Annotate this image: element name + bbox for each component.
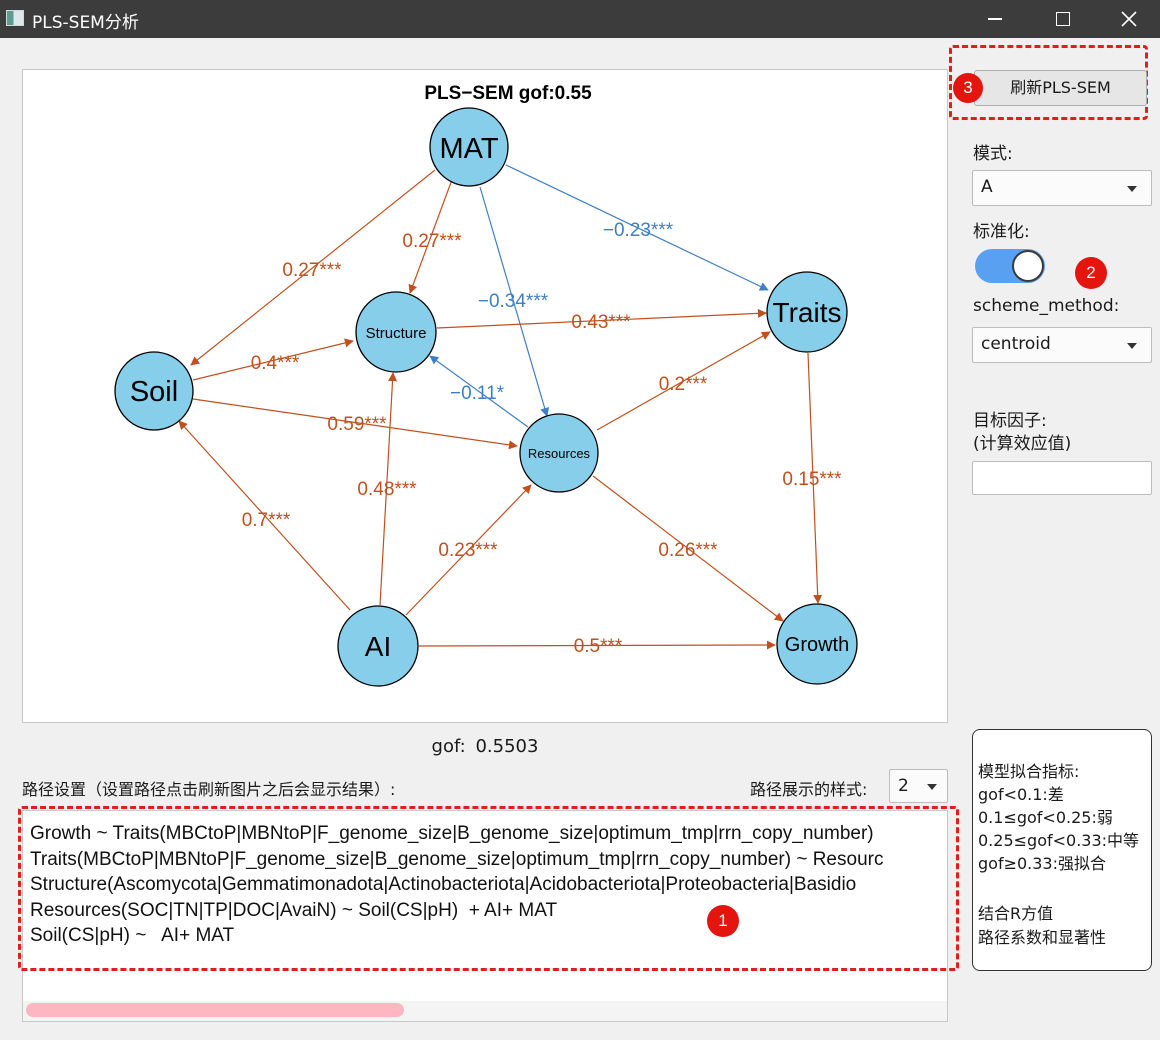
node-ai: AI: [337, 605, 419, 687]
annotation-badge-1: 1: [707, 905, 739, 937]
fit-indicators-box: 模型拟合指标: gof<0.1:差 0.1≤gof<0.25:弱 0.25≤go…: [972, 729, 1152, 971]
fit-note: 路径系数和显著性: [978, 928, 1107, 947]
path-line: Resources(SOC|TN|TP|DOC|AvaiN) ~ Soil(CS…: [30, 899, 558, 921]
path-style-value: 2: [898, 776, 909, 796]
scrollbar-thumb[interactable]: [26, 1003, 404, 1017]
gof-value: 0.5503: [475, 736, 539, 757]
path-ai-structure: 0.48***: [357, 372, 417, 606]
path-label-ai-soil: 0.7***: [242, 510, 291, 531]
node-structure: Structure: [355, 291, 437, 373]
standardize-label: 标准化:: [973, 222, 1030, 242]
sem-diagram: PLS−SEM gof:0.55 0.27*** 0.27*** −0.34**…: [114, 83, 858, 687]
gof-readout: gof: 0.5503: [0, 736, 970, 757]
path-label-mat-resources: −0.34***: [478, 291, 549, 312]
svg-text:AI: AI: [365, 631, 391, 662]
chevron-down-icon: [1127, 186, 1137, 192]
fit-line: gof<0.1:差: [978, 785, 1064, 804]
path-resources-growth: 0.26***: [592, 475, 784, 622]
target-factor-sublabel: (计算效应值): [973, 434, 1072, 454]
node-mat: MAT: [429, 107, 509, 187]
mode-value: A: [981, 177, 993, 197]
scheme-method-value: centroid: [981, 334, 1051, 354]
path-settings-label: 路径设置（设置路径点击刷新图片之后会显示结果）:: [22, 780, 396, 799]
mode-select[interactable]: A: [972, 170, 1152, 206]
path-structure-traits: 0.43***: [436, 308, 767, 333]
fit-line: 0.25≤gof<0.33:中等: [978, 831, 1140, 850]
path-mat-resources: −0.34***: [478, 186, 550, 417]
path-style-label: 路径展示的样式:: [750, 780, 868, 799]
path-style-select[interactable]: 2: [889, 769, 948, 803]
standardize-toggle[interactable]: [975, 249, 1045, 283]
path-ai-resources: 0.23***: [405, 484, 532, 616]
path-editor[interactable]: Growth ~ Traits(MBCtoP|MBNtoP|F_genome_s…: [22, 810, 948, 1022]
path-soil-structure: 0.4***: [192, 338, 354, 381]
horizontal-scrollbar[interactable]: [23, 1001, 947, 1021]
path-label-resources-traits: 0.2***: [659, 374, 708, 395]
close-icon[interactable]: [1096, 0, 1160, 38]
path-label-soil-structure: 0.4***: [251, 353, 300, 374]
path-line: Growth ~ Traits(MBCtoP|MBNtoP|F_genome_s…: [30, 823, 874, 844]
path-line: Traits(MBCtoP|MBNtoP|F_genome_size|B_gen…: [30, 848, 884, 870]
path-resources-traits: 0.2***: [596, 331, 771, 431]
path-soil-resources: 0.59***: [192, 398, 518, 450]
node-growth: Growth: [776, 603, 858, 685]
node-traits: Traits: [766, 271, 848, 353]
node-soil: Soil: [114, 351, 194, 431]
path-label-resources-structure: −0.11*: [450, 383, 505, 404]
path-mat-structure: 0.27***: [402, 176, 462, 294]
scheme-method-label: scheme_method:: [973, 296, 1120, 316]
svg-text:Traits: Traits: [773, 297, 842, 328]
path-label-ai-structure: 0.48***: [357, 479, 417, 500]
path-label-mat-traits: −0.23***: [603, 220, 674, 241]
path-ai-soil: 0.7***: [178, 420, 351, 611]
refresh-pls-sem-button[interactable]: 刷新PLS-SEM: [974, 70, 1147, 106]
path-label-traits-growth: 0.15***: [782, 469, 842, 490]
svg-text:MAT: MAT: [439, 133, 498, 165]
fit-line: gof≥0.33:强拟合: [978, 854, 1107, 873]
svg-text:Growth: Growth: [785, 634, 849, 656]
fit-note: 结合R方值: [978, 904, 1054, 923]
path-label-mat-soil: 0.27***: [282, 260, 342, 281]
sem-plot-panel: PLS−SEM gof:0.55 0.27*** 0.27*** −0.34**…: [22, 69, 948, 723]
path-ai-growth: 0.5***: [418, 636, 776, 657]
minimize-icon[interactable]: [962, 0, 1028, 38]
path-traits-growth: 0.15***: [782, 352, 842, 604]
svg-text:Soil: Soil: [130, 376, 178, 408]
target-factor-label: 目标因子:: [973, 411, 1047, 431]
target-factor-input[interactable]: [972, 461, 1152, 495]
fit-title: 模型拟合指标:: [978, 762, 1080, 781]
svg-text:Structure: Structure: [366, 325, 427, 342]
path-label-structure-traits: 0.43***: [571, 312, 631, 333]
node-resources: Resources: [519, 413, 599, 493]
path-line: Structure(Ascomycota|Gemmatimonadota|Act…: [30, 874, 857, 895]
path-label-ai-resources: 0.23***: [438, 540, 498, 561]
window-title: PLS-SEM分析: [32, 13, 139, 33]
toggle-knob: [1012, 250, 1044, 282]
path-label-ai-growth: 0.5***: [574, 636, 623, 657]
mode-label: 模式:: [973, 144, 1013, 164]
svg-text:Resources: Resources: [528, 446, 591, 461]
path-label-soil-resources: 0.59***: [327, 414, 387, 435]
path-label-resources-growth: 0.26***: [658, 540, 718, 561]
annotation-badge-2: 2: [1075, 257, 1107, 289]
scheme-method-select[interactable]: centroid: [972, 327, 1152, 363]
path-line: Soil(CS|pH) ~ AI+ MAT: [30, 925, 235, 946]
path-label-mat-structure: 0.27***: [402, 231, 462, 252]
path-resources-structure: −0.11*: [429, 355, 529, 428]
gof-label: gof:: [431, 736, 466, 757]
plot-title: PLS−SEM gof:0.55: [424, 83, 592, 104]
annotation-badge-3: 3: [953, 73, 983, 103]
path-mat-soil: 0.27***: [190, 169, 436, 366]
app-icon: [6, 10, 24, 26]
chevron-down-icon: [1127, 343, 1137, 349]
chevron-down-icon: [927, 784, 937, 790]
maximize-icon[interactable]: [1030, 0, 1096, 38]
path-mat-traits: −0.23***: [505, 164, 769, 291]
title-bar: PLS-SEM分析: [0, 0, 1160, 38]
fit-line: 0.1≤gof<0.25:弱: [978, 808, 1113, 827]
